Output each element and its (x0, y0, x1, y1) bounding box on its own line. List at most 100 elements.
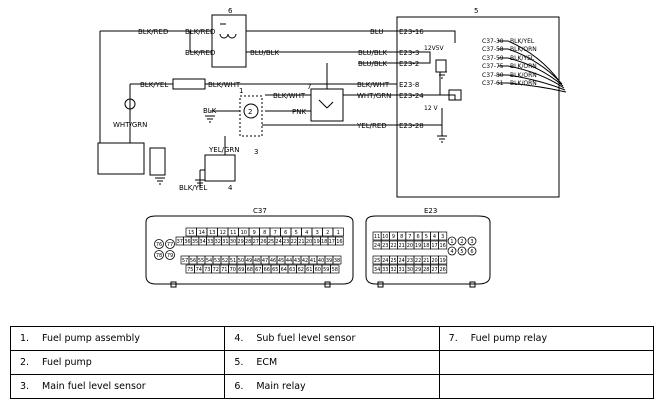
connector-pin-label: 9 (392, 234, 395, 240)
connector-pin-label: 31 (222, 239, 228, 245)
connector-pin-label: 24 (275, 239, 281, 245)
terminal-e23-16: E23-16 (399, 28, 424, 36)
connector-pin-label: 55 (198, 258, 204, 264)
connector-pin-label: 21 (399, 243, 405, 249)
connector-pin-label: 17 (329, 239, 335, 245)
connector-pin-label: 28 (423, 267, 429, 273)
connector-round-pin (154, 239, 164, 249)
junction-block (97, 142, 145, 175)
connector-pin-label: 20 (407, 243, 413, 249)
connector-round-pin (457, 236, 467, 246)
label-blu: BLU (370, 28, 383, 36)
ecm-switch-4 (397, 108, 443, 136)
connector-pin-label: 60 (315, 267, 321, 273)
connector-pin-label: 65 (272, 267, 278, 273)
connector-pin-label: 71 (221, 267, 227, 273)
connector-pin-label: 63 (289, 267, 295, 273)
connector-pin-label: 19 (415, 243, 421, 249)
label-blk-yel-2: BLK/YEL (179, 184, 207, 192)
connector-pin-label: 23 (382, 243, 388, 249)
connector-pin-label: 22 (415, 258, 421, 264)
legend-label: ECM (256, 357, 278, 368)
legend-label: Fuel pump assembly (42, 333, 140, 344)
connector-pin (332, 255, 342, 265)
connector-pin-label: 2 (326, 230, 329, 236)
legend-table: 1.Fuel pump assembly 4.Sub fuel level se… (9, 326, 655, 399)
connector-pin-label: 10 (241, 230, 247, 236)
connector-pin-label: 32 (215, 239, 221, 245)
connector-round-pin-label: 1 (450, 239, 453, 245)
voltage-12v: 12 V (424, 105, 439, 112)
connector-round-pin-label: 78 (156, 253, 162, 259)
ecm-wire-2: BLK/ORN (510, 46, 537, 53)
connector-pin-label: 51 (230, 258, 236, 264)
connector-pin-label: 12 (220, 230, 226, 236)
legend-num: 1. (20, 333, 30, 344)
wire-blk-red-lower (189, 31, 211, 53)
connector-pin-label: 1 (337, 230, 340, 236)
label-pnk: PNK (292, 108, 306, 116)
connector-pin-label: 36 (184, 239, 190, 245)
connector-pin-label: 3 (441, 234, 444, 240)
connector-pin-label: 15 (188, 230, 194, 236)
connector-pin-label: 43 (294, 258, 300, 264)
connector-pin-label: 25 (268, 239, 274, 245)
connector-pin-label: 16 (440, 243, 446, 249)
connector-round-pin-label: 4 (450, 249, 453, 255)
wire-blk-red-top (99, 30, 211, 143)
wiring-diagram: BLK/RED BLK/RED BLK/RED BLU BLU/BLK BLU/… (97, 7, 567, 288)
fuse (172, 78, 206, 90)
label-blk-wht-3: BLK/WHT (273, 92, 306, 100)
connector-pin-label: 34 (374, 267, 380, 273)
connector-pin-label: 73 (204, 267, 210, 273)
ecm-switch-blu (397, 30, 456, 43)
fuel-pump-assembly-box (239, 95, 263, 137)
connector-pin-label: 40 (318, 258, 324, 264)
connector-pin-label: 6 (284, 230, 287, 236)
connector-round-pin (165, 239, 175, 249)
connector-pin-label: 17 (431, 243, 437, 249)
legend-row: 1.Fuel pump assembly 4.Sub fuel level se… (9, 326, 655, 351)
ecm-pin-c37-80: C37-80 (482, 72, 504, 79)
connector-pin-label: 19 (440, 258, 446, 264)
connector-round-pin (457, 246, 467, 256)
label-blk-wht-2: BLK/WHT (357, 81, 390, 89)
connector-pin-label: 33 (382, 267, 388, 273)
connector-pin-label: 28 (245, 239, 251, 245)
connector-pin-label: 38 (334, 258, 340, 264)
legend-row: 3.Main fuel level sensor 6.Main relay (9, 374, 655, 399)
connector-pin-label: 39 (326, 258, 332, 264)
callout-6: 6 (228, 7, 233, 15)
connector-pin-label: 75 (187, 267, 193, 273)
connector-pin (438, 264, 448, 274)
connector-pin-label: 18 (321, 239, 327, 245)
sub-fuel-level-sensor-box (204, 154, 236, 182)
terminal-e23-3: E23-3 (399, 49, 419, 57)
connector-pin-label: 14 (199, 230, 205, 236)
legend-label: Sub fuel level sensor (256, 333, 356, 344)
connector-pin-label: 67 (255, 267, 261, 273)
connector-round-pin-label: 76 (156, 242, 162, 248)
legend-item-empty (438, 374, 655, 399)
ecm-box (396, 16, 560, 198)
legend-label: Fuel pump relay (470, 333, 548, 344)
legend-label: Fuel pump (42, 357, 92, 368)
connector-pin-label: 16 (336, 239, 342, 245)
label-blu-blk-1: BLU/BLK (250, 49, 280, 57)
connector-round-pin (467, 236, 477, 246)
label-yel-grn: YEL/GRN (208, 146, 239, 154)
connector-pin-label: 41 (310, 258, 316, 264)
connector-pin-label: 23 (283, 239, 289, 245)
connector-round-pin (447, 246, 457, 256)
legend-item-empty (438, 350, 655, 375)
voltage-12v5v: 12V5V (424, 45, 445, 52)
label-blu-blk-2: BLU/BLK (358, 49, 388, 57)
connector-pin-label: 20 (431, 258, 437, 264)
connector-pin-label: 61 (306, 267, 312, 273)
legend-num: 6. (234, 381, 244, 392)
connector-pin (332, 227, 344, 237)
label-blk-1: BLK (203, 107, 217, 115)
ecm-wire-4: BLK/ORN (510, 63, 537, 70)
connector-pin-label: 53 (214, 258, 220, 264)
